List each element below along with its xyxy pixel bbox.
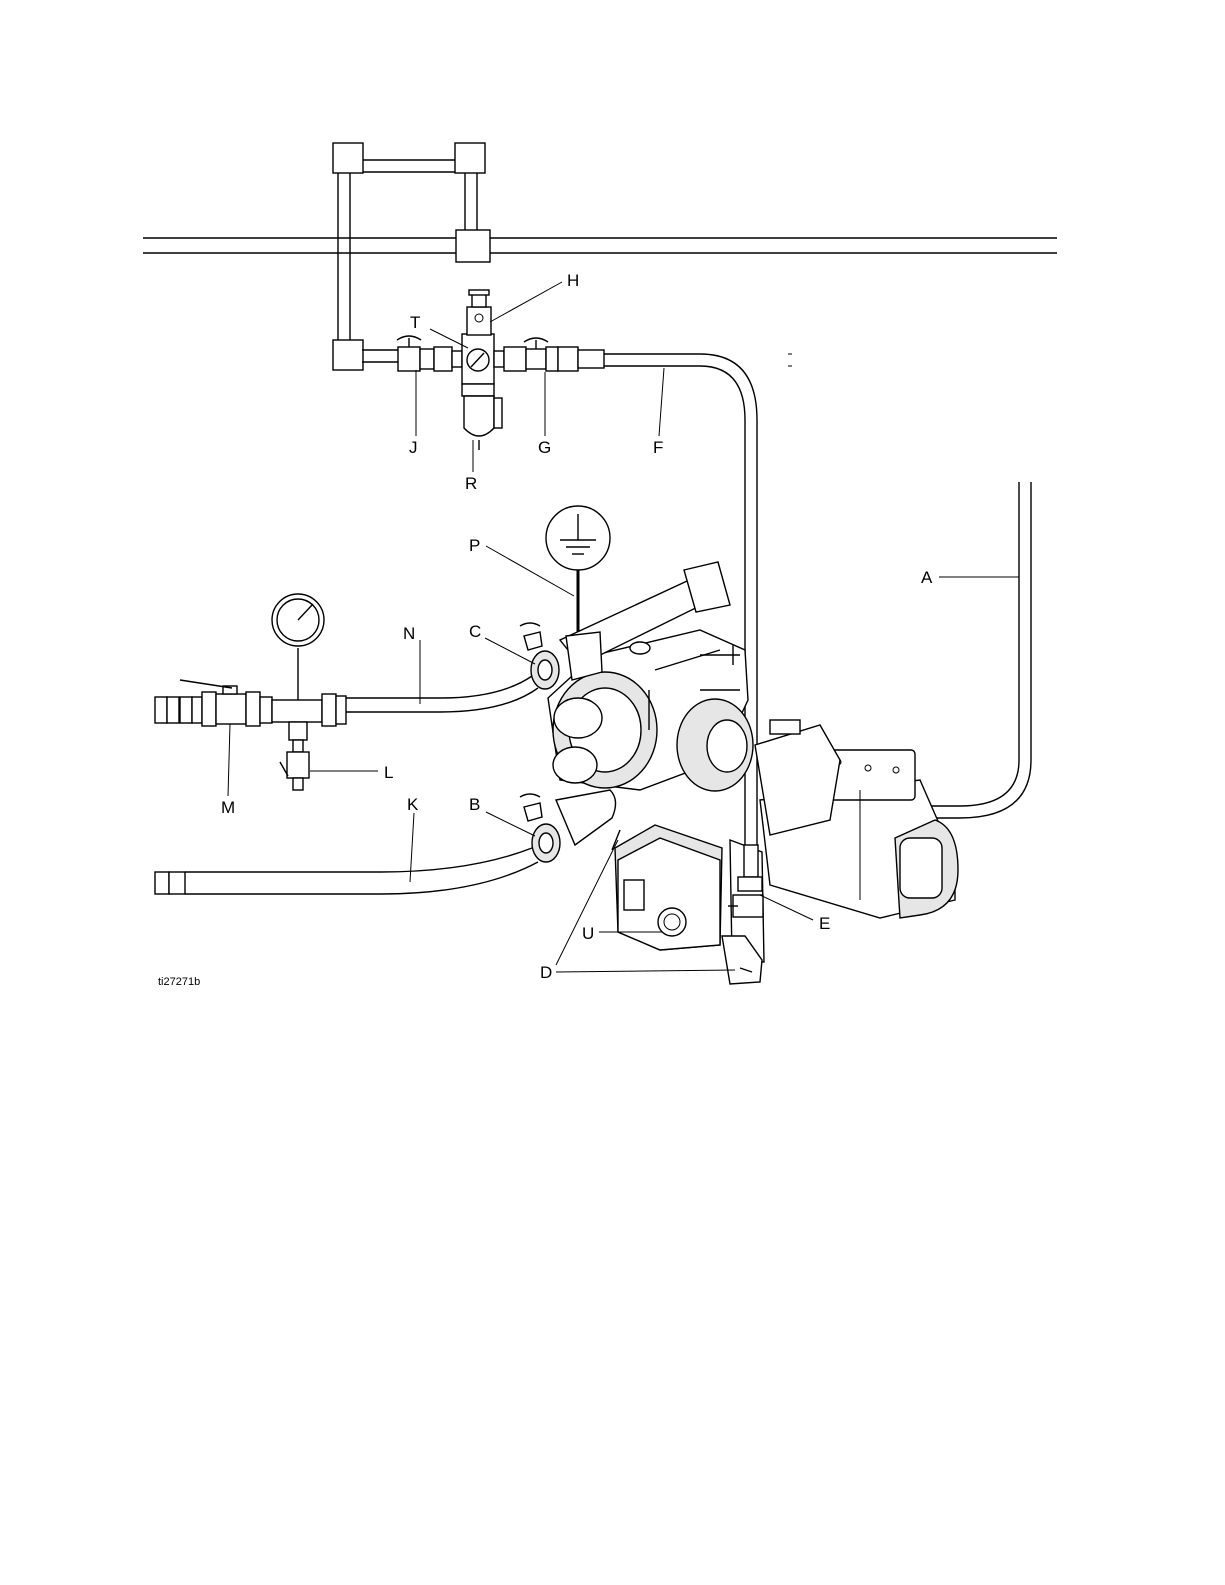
callout-l: L — [384, 763, 393, 782]
callout-d: D — [540, 963, 552, 982]
callout-h: H — [567, 271, 579, 290]
ground-symbol-icon — [546, 506, 610, 570]
fluid-inlet-line — [155, 848, 538, 894]
callout-u: U — [582, 924, 594, 943]
callout-e: E — [819, 914, 830, 933]
bleed-type-master-air-valve — [397, 336, 452, 371]
figure-id-label: ti27271b — [158, 976, 200, 988]
callout-m: M — [221, 798, 235, 817]
electric-gear-motor — [755, 720, 958, 918]
air-shutoff-valve — [504, 338, 604, 371]
pressure-gauge-icon — [467, 349, 489, 371]
callout-a: A — [921, 568, 933, 587]
callout-f: F — [653, 438, 663, 457]
callout-j: J — [409, 438, 418, 457]
callout-c: C — [469, 622, 481, 641]
callout-n: N — [403, 624, 415, 643]
callout-b: B — [469, 795, 480, 814]
fluid-outlet-line — [345, 676, 538, 712]
tick-marks — [788, 354, 792, 366]
fluid-drain-valve — [155, 648, 346, 790]
inlet-manifold — [520, 790, 616, 862]
callout-g: G — [538, 438, 551, 457]
main-air-line — [143, 238, 1057, 253]
callout-p: P — [469, 536, 480, 555]
callout-k: K — [407, 795, 419, 814]
callout-r: R — [465, 474, 477, 493]
callout-t: T — [410, 313, 420, 332]
pressure-gauge-icon — [272, 594, 324, 646]
